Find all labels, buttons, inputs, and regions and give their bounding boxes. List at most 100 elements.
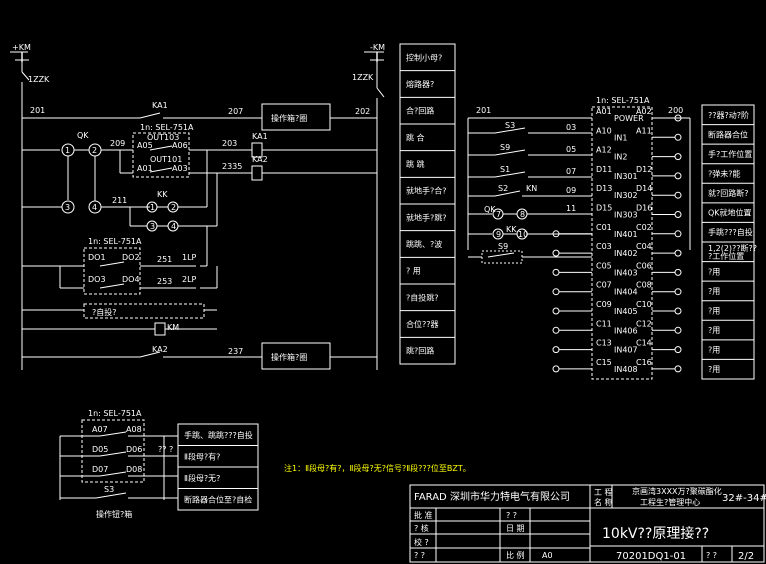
right-qk-label: QK [484,205,496,214]
relay-left-pin: A10 [596,126,612,135]
relay-left-pin: C03 [596,242,612,251]
relay-right-pin: A02 [636,107,652,116]
operation-box-top-label: 操作箱?圈 [271,113,307,123]
node-251-label: 251 [157,255,172,264]
tb-mid-label-2: 日 期 [506,524,525,533]
a01-label: A01 [137,164,153,173]
node-202-label: 202 [355,107,370,116]
s2-label: S2 [498,184,508,193]
middle-label: 跳 合 [406,132,425,142]
relay-right-pin: D12 [636,165,652,174]
do2-label: DO2 [122,253,140,262]
a03-label: A03 [172,164,188,173]
middle-label: 控制小母? [406,52,442,62]
project-label-1: 工 程 [594,488,613,497]
terminal-right [674,249,682,257]
right-contact-8-label: 8 [520,210,525,219]
tb-row-label: 校 ? [414,537,429,547]
terminal-right [674,288,682,296]
right-label: ?用 [708,346,720,355]
node-2335-label: 2335 [222,162,242,171]
a06-label: A06 [172,141,188,150]
legend-relay-box [81,419,145,483]
legend-side-label: ?? ? [158,445,173,454]
node-237-label: 237 [228,347,243,356]
drawing-number: 70201DQ1-01 [616,551,686,562]
middle-label: 就地手?合? [406,186,447,196]
operation-box-top [261,103,331,131]
terminal-right [674,153,682,161]
title-block-frame [409,484,765,563]
left-control-circuit: +KM 1ZZK 201 -KM 1ZZK KA1 207 操作箱?圈 202 … [10,43,385,370]
tb-row-label: ? 核 [414,523,429,533]
ka2-coil-label: KA2 [252,155,268,164]
km-coil [154,322,166,336]
relay-left-pin: A12 [596,146,612,155]
s9-label: S9 [500,143,510,152]
auto-close-label: ?自投? [92,307,117,317]
project-label-2: 名 称 [594,497,613,507]
right-relay-box [591,106,653,380]
right-contact-7-label: 7 [496,210,501,219]
wire-03-label: 03 [566,123,576,132]
qk-contact-4-label: 4 [92,203,97,212]
node-207-label: 207 [228,107,243,116]
tb-mid-label-3: 比 例 [506,550,525,560]
auto-close-box [83,303,205,319]
right-label: ?用 [708,326,720,335]
relay-pin-label: IN302 [614,191,638,200]
project-line-2: 工程生?管理中心 [640,497,700,507]
middle-label: ? 用 [406,267,421,276]
middle-label: 熔路器? [406,79,434,89]
km-coil-label: KM [167,323,179,332]
relay-left-pin: C13 [596,339,612,348]
ka2-contact-label: KA2 [152,345,168,354]
relay-pin-label: IN303 [614,211,638,220]
sheet-label: ? ? [706,551,717,560]
relay-left-pin: C05 [596,261,612,270]
terminal-left [552,268,560,276]
terminal-right [674,133,682,141]
terminal-right [674,191,682,199]
relay-right-pin: C02 [636,223,652,232]
lp1-label: 1LP [182,253,197,262]
legend-d06-label: D06 [126,445,142,454]
relay-left-pin: D13 [596,184,612,193]
kk-contact-3-label: 3 [150,222,155,231]
right-relay-title: 1n: SEL-751A [596,96,650,105]
bus-neg-label: -KM [370,43,385,52]
s9b-label: S9 [498,242,508,251]
relay-right-pin: C04 [636,242,652,251]
wire-05-label: 05 [566,145,576,154]
right-label: ?用 [708,307,720,316]
node-211-label: 211 [112,196,127,205]
relay-left-pin: D15 [596,204,612,213]
relay-pin-label: IN404 [614,288,638,297]
legend-a08-label: A08 [126,425,142,434]
legend-label: 手跳、跳跳???自投 [184,430,253,440]
tb-mid-label-1: ? ? [506,511,517,520]
drawing-note: 注1：Ⅱ段母?有?，Ⅱ段母?无?信号?Ⅱ段???位至BZT。 [284,463,471,473]
s1-label: S1 [500,165,510,174]
drawing-title: 10kV??原理接?? [602,525,709,542]
relay-pin-label: IN403 [614,268,638,277]
relay-right-pin: C16 [636,358,652,367]
terminal-left [552,249,560,257]
kn-label: KN [526,184,537,193]
terminal-right [674,172,682,180]
terminal-left [552,326,560,334]
kk-contact-4-label: 4 [171,222,176,231]
legend-circuit: 1n: SEL-751A A07 A08 D05 D06 D07 D08 ?? … [59,409,259,519]
legend-s3-label: S3 [104,485,114,494]
do4-label: DO4 [122,275,140,284]
middle-label: 跳 跳 [406,159,425,169]
terminal-left [552,365,560,373]
relay-pin-label: IN2 [614,153,627,162]
node-203-label: 203 [222,139,237,148]
qk-contact-2-label: 2 [92,146,97,155]
relay-left-pin: D11 [596,165,612,174]
relay-right-pin: C10 [636,300,652,309]
